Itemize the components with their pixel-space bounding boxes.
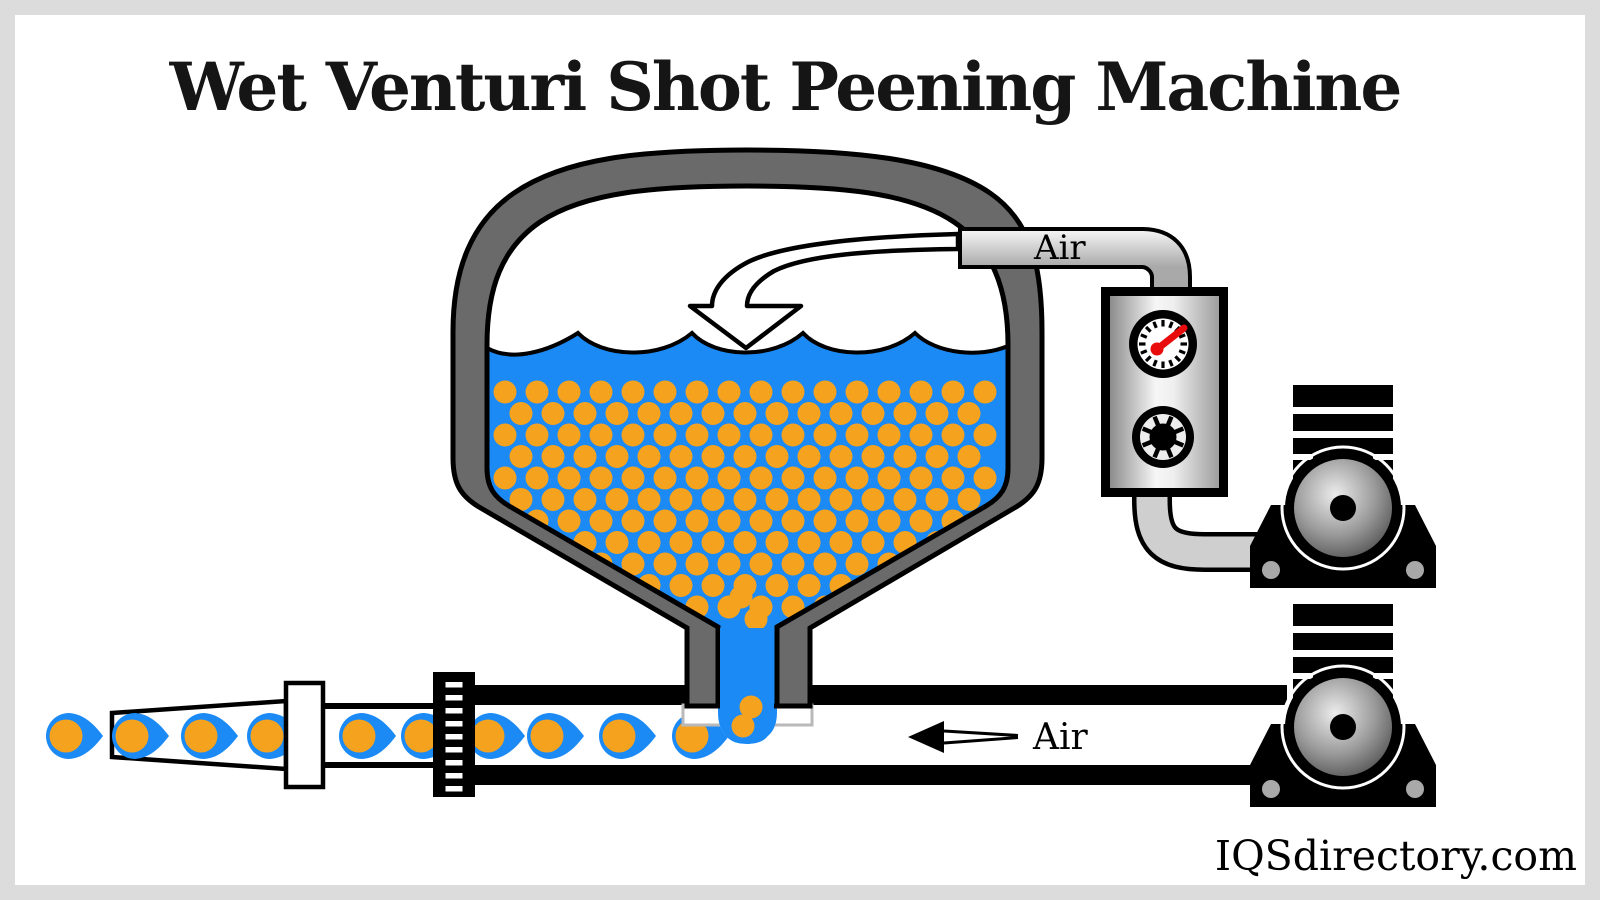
- air-down-arrow: [687, 231, 961, 351]
- air-inlet-label: Air: [1033, 228, 1086, 268]
- media-hopper: [450, 147, 1045, 744]
- pipe-bottom-wall: [455, 765, 1250, 785]
- control-panel: [1101, 287, 1228, 497]
- panel-to-pump-pipe: [1132, 480, 1262, 572]
- air-inlet-pipe: Air: [958, 227, 1192, 294]
- pressure-gauge: [1129, 310, 1197, 378]
- pipe-top-wall: [455, 685, 1287, 705]
- hopper-wall: [450, 147, 1045, 709]
- air-flow-arrow: [908, 721, 1019, 753]
- valve-knob: [1132, 406, 1194, 468]
- outlet-stream: [720, 628, 774, 744]
- pipe-neck-top-line: [323, 703, 455, 709]
- nozzle-flange: [283, 680, 326, 790]
- wet-shot-droplets: [46, 713, 729, 759]
- blast-pipe-assembly: Air: [46, 672, 1287, 797]
- pipe-neck-bottom-line: [323, 762, 455, 768]
- water-surface-line: [486, 330, 1009, 357]
- watermark: IQSdirectory.com: [1215, 832, 1577, 880]
- shot-peening-diagram: Air Air: [46, 48, 1577, 880]
- threaded-coupling: [433, 672, 475, 797]
- diagram-title: Wet Venturi Shot Peening Machine: [169, 48, 1401, 126]
- gauge-hub: [1150, 342, 1164, 356]
- valve-hub: [1149, 423, 1177, 451]
- air-compressor-lower: [1248, 602, 1438, 809]
- air-flow-label: Air: [1032, 717, 1089, 758]
- thread-marks: [445, 682, 463, 792]
- air-compressor-upper: [1248, 383, 1438, 590]
